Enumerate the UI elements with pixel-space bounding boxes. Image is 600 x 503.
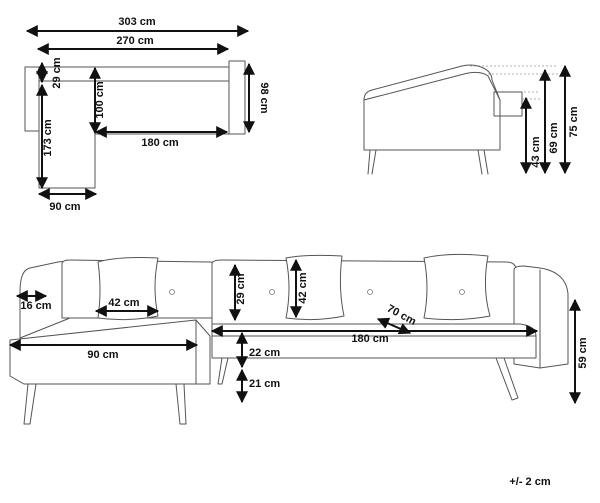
leg-back-left: [217, 357, 229, 385]
label-backrest-height: 29 cm: [235, 273, 247, 304]
label-chaise-width-top: 90 cm: [49, 201, 80, 213]
label-chaise-length: 173 cm: [42, 119, 54, 157]
dimension-arrows: [8, 25, 581, 405]
label-seat-width-top: 180 cm: [141, 137, 179, 149]
dimension-labels: 303 cm 270 cm 29 cm 100 cm 173 cm 180 cm…: [20, 16, 589, 488]
right-arm-top: [228, 60, 246, 135]
label-armrest-depth-top: 29 cm: [51, 57, 63, 88]
label-arm-height: 69 cm: [548, 122, 560, 153]
side-leg-front: [371, 149, 377, 175]
tuft-button: [169, 289, 175, 295]
label-cushion-width: 42 cm: [108, 297, 139, 309]
tuft-button: [269, 289, 275, 295]
label-seat-width-front: 180 cm: [351, 333, 389, 345]
side-leg-back: [483, 149, 489, 175]
tuft-button: [367, 289, 373, 295]
tolerance-note: +/- 2 cm: [509, 476, 550, 488]
label-arm-width: 16 cm: [20, 300, 51, 312]
label-leg-height: 21 cm: [249, 378, 280, 390]
label-overall-width: 303 cm: [118, 16, 156, 28]
front-view: [9, 253, 569, 425]
side-view: [363, 64, 558, 175]
side-body: [363, 64, 501, 151]
cushion-middle: [285, 254, 345, 321]
leg-front-chaise: [175, 383, 187, 425]
left-arm-top: [24, 66, 40, 132]
label-height-front: 59 cm: [577, 337, 589, 368]
sofa-body-top: [38, 66, 230, 189]
tuft-button: [459, 289, 465, 295]
label-cushion-height: 42 cm: [297, 272, 309, 303]
cushion-right: [423, 253, 491, 321]
label-arm-depth: 98 cm: [258, 82, 270, 113]
label-total-depth: 100 cm: [94, 81, 106, 119]
label-total-height: 75 cm: [568, 106, 580, 137]
label-frame-width: 270 cm: [116, 35, 154, 47]
label-seat-thickness: 22 cm: [249, 347, 280, 359]
leg-front-right: [495, 357, 519, 401]
label-seat-height: 43 cm: [530, 136, 542, 167]
label-chaise-width-front: 90 cm: [87, 349, 118, 361]
leg-front-left: [23, 383, 37, 425]
